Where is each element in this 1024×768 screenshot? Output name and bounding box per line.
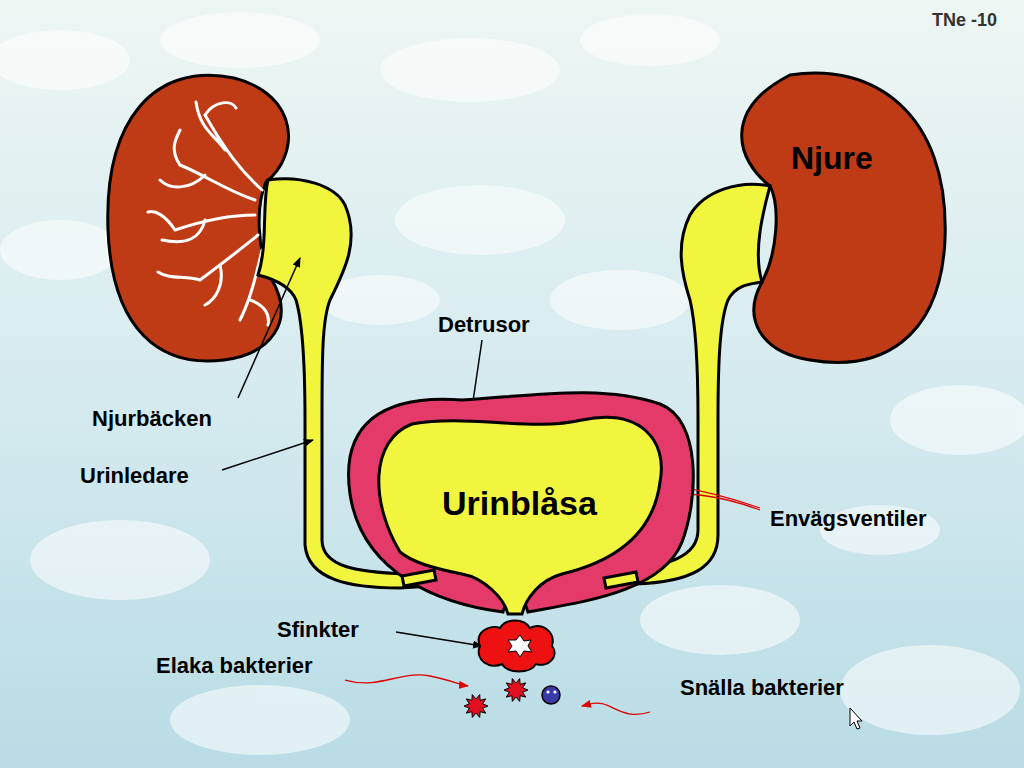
right-valve-entry [604, 572, 638, 588]
mouse-cursor [850, 708, 862, 729]
bladder-lumen [379, 417, 662, 614]
bad-bacterium [464, 695, 488, 718]
right-kidney-shape [742, 73, 946, 362]
bad-bacterium [504, 679, 528, 702]
part-name: Njurbäcken [92, 406, 212, 432]
sphincter [479, 621, 555, 672]
slide-id: TNe -10 [932, 10, 997, 31]
part-name: Envägsventiler [770, 506, 927, 532]
part-name: Elaka bakterier [156, 653, 313, 679]
renal-calyces [148, 102, 268, 325]
part-name: Detrusor [438, 312, 530, 338]
node-title: Urinblåsa [442, 484, 597, 523]
good-bacterium [542, 686, 560, 704]
lily-pads [0, 12, 1024, 755]
left-valve-entry [402, 570, 436, 586]
kidney: Njure [722, 62, 950, 367]
urinary-bladder: Urinblåsa [340, 380, 700, 620]
part-name: Urinledare [80, 463, 189, 489]
part-name: Sfinkter [277, 617, 359, 643]
bacteria [464, 679, 560, 718]
left-kidney [108, 75, 289, 361]
part-name: Snälla bakterier [680, 675, 844, 701]
node-title: Njure [791, 140, 873, 177]
sphincter-opening [508, 635, 532, 657]
